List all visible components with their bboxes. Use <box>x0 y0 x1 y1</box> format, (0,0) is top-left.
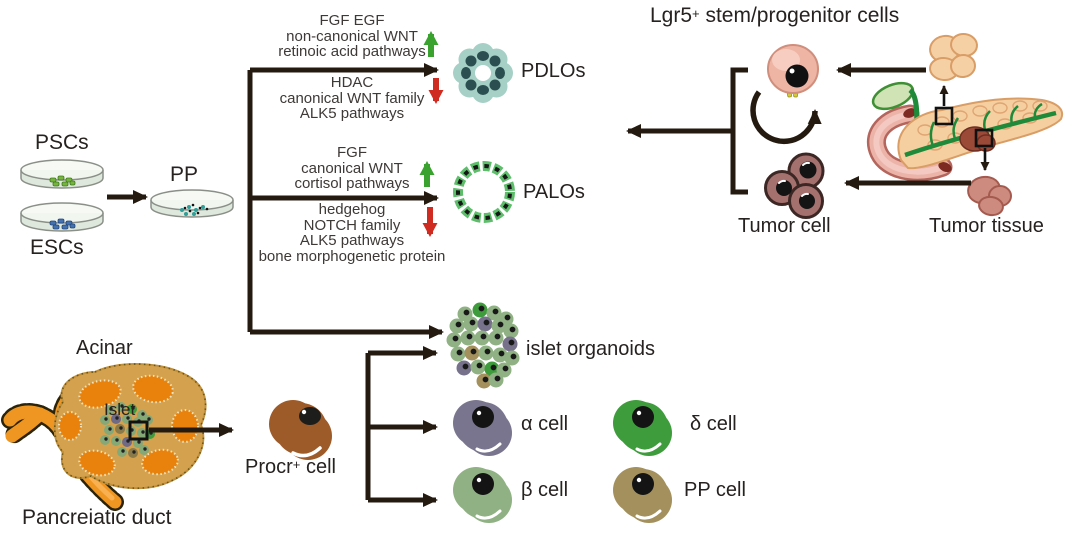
lgr5-tumor-bracket <box>626 67 748 195</box>
lgr5-stem-cell-icon <box>750 44 822 145</box>
procr-cell-icon <box>269 400 332 460</box>
pp-cell-dots <box>180 203 209 216</box>
right-side-arrows <box>836 63 971 190</box>
delta-cell-icon <box>613 400 672 456</box>
pp-cell-label: PP cell <box>684 479 746 501</box>
procr-cell-label: Procr+ cell <box>245 456 336 479</box>
pdlo-lumen <box>475 65 491 81</box>
palo-upregulated-pathways: FGF canonical WNT cortisol pathways <box>294 144 410 192</box>
self-renewal-arrow <box>750 90 822 145</box>
tumor-sample-box <box>974 128 994 148</box>
pancreatic-duct-label: Pancreiatic duct <box>22 506 172 529</box>
esc-dish-icon <box>20 202 104 232</box>
acinar-label: Acinar <box>76 337 133 359</box>
healthy-tissue-fragment-icon <box>929 32 978 82</box>
beta-cell-label: β cell <box>521 479 569 501</box>
tumor-cell-cluster-icon <box>764 152 825 219</box>
delta-cell-label: δ cell <box>690 413 737 435</box>
procr-label-sup: + <box>292 457 301 472</box>
healthy-sample-box <box>934 106 954 126</box>
alpha-cell-label: α cell <box>521 413 569 435</box>
pdlo-upregulated-pathways: FGF EGF non-canonical WNT retinoic acid … <box>278 12 426 60</box>
islet-organoids-label: islet organoids <box>526 338 655 360</box>
alpha-cell-icon <box>453 400 512 456</box>
pp-dish-icon <box>150 189 234 218</box>
beta-cell-icon <box>453 467 512 523</box>
main-branch-connectors <box>107 63 444 339</box>
islet-label: Islet <box>104 400 136 419</box>
lgr5-title-rest: stem/progenitor cells <box>699 4 900 27</box>
lgr5-title: Lgr5+ stem/progenitor cells <box>650 4 899 28</box>
tumor-cell-label: Tumor cell <box>738 215 831 237</box>
procr-label-rest: cell <box>300 456 336 478</box>
pp-cell-icon <box>613 467 672 523</box>
islet-sample-box <box>128 420 149 441</box>
pscs-label: PSCs <box>35 131 89 154</box>
pancreas-illustration <box>866 81 1063 182</box>
psc-cell-clumps <box>49 175 76 187</box>
lgr5-title-sup: + <box>692 6 700 21</box>
psc-dish-icon <box>20 159 104 189</box>
pp-label: PP <box>170 163 199 186</box>
pdlo-cell-dots <box>461 51 505 95</box>
pdlo-organoid-icon <box>453 43 513 103</box>
islet-organoid-nuclei <box>452 305 517 383</box>
islet-organoid-icon <box>446 302 520 389</box>
escs-label: ESCs <box>30 236 84 259</box>
pdlos-label: PDLOs <box>521 60 586 82</box>
gallbladder <box>871 81 915 111</box>
acinar-illustration <box>1 363 234 511</box>
procr-output-bracket <box>365 346 438 507</box>
tumor-tissue-label: Tumor tissue <box>929 215 1044 237</box>
palos-label: PALOs <box>523 181 585 203</box>
esc-cell-clumps <box>49 218 76 230</box>
regulation-arrows <box>419 31 444 237</box>
palo-organoid-icon <box>453 161 515 223</box>
acini <box>58 374 199 477</box>
pdlo-downregulated-pathways: HDAC canonical WNT family ALK5 pathways <box>279 74 425 122</box>
palo-downregulated-pathways: hedgehog NOTCH family ALK5 pathways bone… <box>258 201 446 265</box>
tumor-tissue-icon <box>967 175 1012 217</box>
lgr5-title-base: Lgr5 <box>650 4 693 27</box>
procr-label-base: Procr <box>245 456 293 478</box>
